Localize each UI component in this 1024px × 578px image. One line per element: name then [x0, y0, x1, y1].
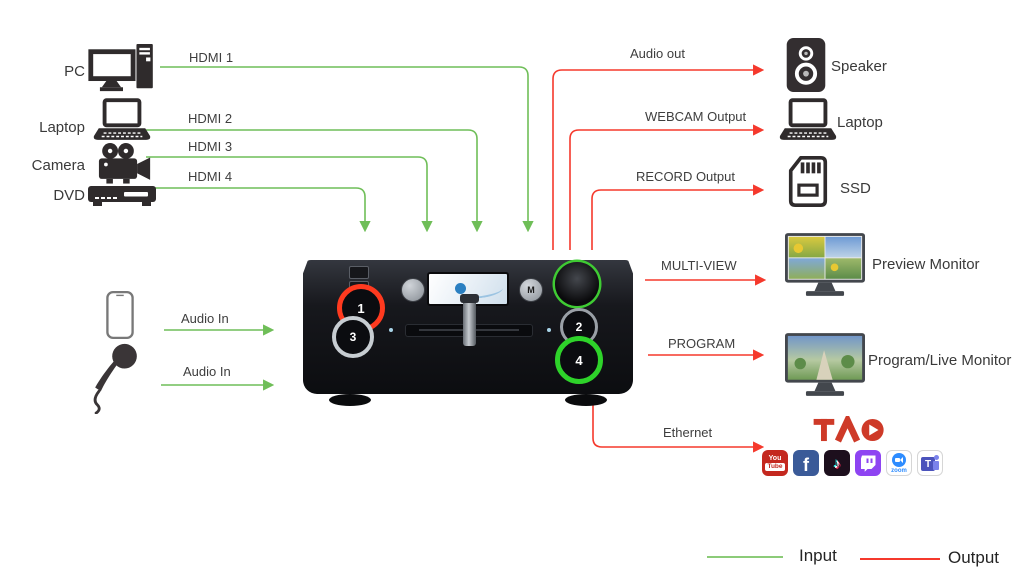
source-dvd-label: DVD	[53, 187, 85, 204]
preview-monitor-icon	[785, 233, 865, 296]
legend-output-label: Output	[948, 548, 1000, 567]
label-multi-view: MULTI-VIEW	[661, 258, 737, 273]
switcher-screen-logo	[455, 283, 466, 294]
ssd-icon	[788, 156, 828, 207]
label-audio-in-2: Audio In	[183, 364, 231, 379]
source-pc-label: PC	[64, 63, 85, 80]
wire-ethernet	[592, 400, 765, 453]
wire-hdmi2	[146, 129, 483, 233]
destination-preview-monitor-label: Preview Monitor	[872, 256, 980, 273]
switcher-button-1-label: 1	[357, 300, 365, 316]
switcher-small-knob	[401, 278, 425, 302]
tbar-handle	[460, 294, 479, 346]
video-switcher-device: 1 3 M 2 4	[303, 260, 633, 406]
label-webcam-output: WEBCAM Output	[645, 109, 747, 124]
speaker-icon	[786, 38, 826, 92]
facebook-glyph: f	[803, 455, 809, 475]
switcher-foot-left	[329, 394, 371, 406]
label-hdmi1: HDMI 1	[189, 50, 234, 65]
source-camera-label: Camera	[31, 157, 85, 174]
destination-program-monitor-label: Program/Live Monitor	[868, 352, 1012, 369]
switcher-menu-button-label: M	[527, 285, 535, 295]
label-ethernet: Ethernet	[663, 425, 713, 440]
tao-logo	[813, 416, 884, 443]
switcher-button-3-label: 3	[349, 330, 357, 344]
led-left	[389, 328, 393, 332]
legend-output-line	[860, 558, 940, 560]
camera-icon	[98, 143, 151, 184]
source-laptop-label: Laptop	[39, 119, 85, 136]
zoom-camera-glyph	[892, 453, 906, 467]
twitch-glyph	[861, 455, 876, 472]
laptop-icon	[93, 98, 151, 140]
dvd-player-icon	[88, 186, 156, 206]
tiktok-icon: ♪	[824, 450, 850, 476]
wire-webcam-output	[569, 124, 765, 250]
label-program: PROGRAM	[668, 336, 736, 351]
youtube-text-top: You	[768, 455, 782, 462]
wire-audio-out	[552, 64, 765, 250]
legend-input-label: Input	[799, 546, 837, 565]
facebook-icon: f	[793, 450, 819, 476]
wire-hdmi3	[146, 156, 433, 233]
label-hdmi2: HDMI 2	[188, 111, 233, 126]
youtube-icon: You Tube	[762, 450, 788, 476]
switcher-button-4: 4	[555, 336, 603, 384]
wire-hdmi1	[160, 66, 534, 233]
phone-icon	[106, 290, 134, 340]
teams-icon: T	[917, 450, 943, 476]
legend-input-line	[707, 556, 783, 558]
label-hdmi3: HDMI 3	[188, 139, 233, 154]
label-record-output: RECORD Output	[636, 169, 735, 184]
switcher-menu-button: M	[519, 278, 543, 302]
switcher-main-knob	[555, 262, 599, 306]
switcher-button-3: 3	[332, 316, 374, 358]
teams-glyph: T	[921, 457, 935, 471]
microphone-icon	[93, 343, 137, 414]
streaming-platforms-row: You Tube f ♪ zoom T	[762, 450, 943, 476]
laptop-output-icon	[779, 98, 837, 140]
label-audio-out: Audio out	[630, 46, 685, 61]
label-hdmi4: HDMI 4	[188, 169, 233, 184]
led-right	[547, 328, 551, 332]
destination-speaker-label: Speaker	[831, 58, 887, 75]
teams-person-body	[933, 461, 939, 470]
tiktok-glyph: ♪	[833, 455, 841, 471]
zoom-icon: zoom	[886, 450, 912, 476]
switcher-foot-right	[565, 394, 607, 406]
pc-icon	[88, 44, 153, 92]
wire-hdmi4	[153, 187, 371, 233]
switcher-button-4-label: 4	[575, 352, 583, 368]
youtube-text-bottom: Tube	[765, 463, 785, 471]
zoom-label: zoom	[891, 468, 907, 474]
destination-ssd-label: SSD	[840, 180, 871, 197]
destination-laptop-label: Laptop	[837, 114, 883, 131]
program-monitor-icon	[785, 333, 865, 396]
label-audio-in-1: Audio In	[181, 311, 229, 326]
wire-record-output	[591, 184, 765, 250]
teams-person-dot	[933, 455, 939, 460]
switcher-button-2-label: 2	[575, 320, 583, 334]
twitch-icon	[855, 450, 881, 476]
